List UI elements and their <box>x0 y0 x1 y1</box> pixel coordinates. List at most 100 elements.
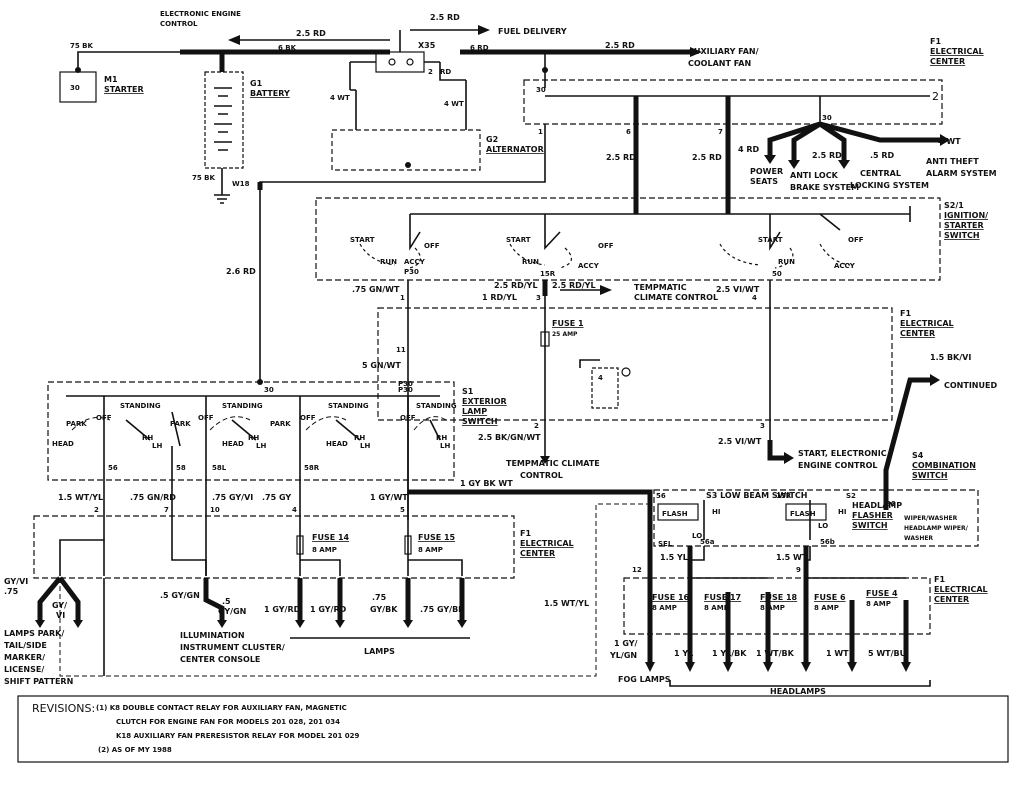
svg-text:WASHER: WASHER <box>904 535 933 542</box>
lamps-label: LAMPS <box>364 647 395 656</box>
svg-text:11: 11 <box>396 346 406 354</box>
svg-text:2.5 RD/YL: 2.5 RD/YL <box>552 281 596 290</box>
power-seats-label: POWER <box>750 167 783 176</box>
svg-text:LH: LH <box>440 442 450 450</box>
tempmatic-label: TEMPMATIC CLIMATE <box>506 459 600 468</box>
svg-text:30: 30 <box>886 500 896 508</box>
fuse-17: FUSE 17 <box>704 593 741 602</box>
svg-text:.75 GY/BK: .75 GY/BK <box>420 605 465 614</box>
svg-text:3: 3 <box>760 422 765 430</box>
svg-text:STARTER: STARTER <box>944 221 984 230</box>
svg-text:SWITCH: SWITCH <box>912 471 948 480</box>
svg-text:30: 30 <box>264 386 274 394</box>
svg-text:1 GY/WT: 1 GY/WT <box>370 493 408 502</box>
svg-text:SHIFT PATTERN: SHIFT PATTERN <box>4 677 73 686</box>
fuse-15: FUSE 15 <box>418 533 456 542</box>
alt-wire-4wt-right: 4 WT <box>444 100 464 108</box>
svg-text:.5 RD: .5 RD <box>870 151 895 160</box>
svg-text:PARK: PARK <box>170 420 191 428</box>
svg-text:YL/GN: YL/GN <box>609 651 637 660</box>
fuel-wire-rd: 2.5 RD <box>430 13 460 22</box>
svg-text:ELECTRICAL: ELECTRICAL <box>900 319 954 328</box>
svg-text:RUN: RUN <box>522 258 539 266</box>
svg-text:15R: 15R <box>540 270 556 278</box>
svg-text:COMBINATION: COMBINATION <box>912 461 976 470</box>
svg-text:RH: RH <box>248 434 259 442</box>
svg-text:9: 9 <box>796 566 801 574</box>
f1-electrical-center-right: F1 ELECTRICAL CENTER FUSE 16 8 AMP FUSE … <box>609 540 988 696</box>
svg-text:OFF: OFF <box>96 414 112 422</box>
f1-top-name: ELECTRICAL <box>930 47 984 56</box>
illumination-label: ILLUMINATION <box>180 631 245 640</box>
svg-text:TEMPMATIC: TEMPMATIC <box>634 283 687 292</box>
svg-text:SWITCH: SWITCH <box>944 231 980 240</box>
svg-text:OFF: OFF <box>198 414 214 422</box>
m1-name: STARTER <box>104 85 144 94</box>
svg-text:7: 7 <box>164 506 169 514</box>
svg-text:S2: S2 <box>846 492 856 500</box>
svg-text:ALARM SYSTEM: ALARM SYSTEM <box>926 169 997 178</box>
svg-text:GY/BK: GY/BK <box>370 605 398 614</box>
s2-id: S2/1 <box>944 201 964 210</box>
svg-text:1.5 YL: 1.5 YL <box>660 553 688 562</box>
svg-text:56a: 56a <box>700 538 715 546</box>
svg-text:1 WT/BK: 1 WT/BK <box>756 649 795 658</box>
svg-text:7: 7 <box>718 128 723 136</box>
fuse-16: FUSE 16 <box>652 593 690 602</box>
s4-id: S4 <box>912 451 924 460</box>
m1-id: M1 <box>104 75 118 84</box>
f1-top-id: F1 <box>930 37 941 46</box>
svg-text:SEATS: SEATS <box>750 177 778 186</box>
svg-text:LH: LH <box>256 442 266 450</box>
svg-text:2.5 RD/YL: 2.5 RD/YL <box>494 281 538 290</box>
wire-ecc-rd: 2.5 RD <box>296 29 326 38</box>
svg-text:4: 4 <box>598 374 603 382</box>
svg-text:F1: F1 <box>900 309 911 318</box>
svg-text:RH: RH <box>142 434 153 442</box>
f1-electrical-center-lower: F1 ELECTRICAL CENTER FUSE 14 8 AMP FUSE … <box>33 479 574 579</box>
svg-text:58: 58 <box>176 464 186 472</box>
svg-text:P30: P30 <box>398 386 413 394</box>
svg-text:1.5 BK/VI: 1.5 BK/VI <box>930 353 971 362</box>
svg-text:ELECTRICAL: ELECTRICAL <box>934 585 988 594</box>
svg-text:12: 12 <box>632 566 642 574</box>
revision-1b: CLUTCH FOR ENGINE FAN FOR MODELS 201 028… <box>116 718 340 726</box>
svg-text:MARKER/: MARKER/ <box>4 653 45 662</box>
svg-text:2.5 BK/GN/WT: 2.5 BK/GN/WT <box>478 433 541 442</box>
revisions-label: REVISIONS: <box>32 702 95 715</box>
ignition-starter-switch: S2/1 IGNITION/ STARTER SWITCH START OFF … <box>226 197 988 281</box>
svg-text:.5 GY/GN: .5 GY/GN <box>160 591 200 600</box>
svg-text:HEAD: HEAD <box>52 440 74 448</box>
svg-text:WIPER/WASHER: WIPER/WASHER <box>904 515 958 522</box>
starter-m1: 30 M1 STARTER <box>59 67 144 103</box>
svg-text:INSTRUMENT CLUSTER/: INSTRUMENT CLUSTER/ <box>180 643 285 652</box>
svg-text:HEAD: HEAD <box>326 440 348 448</box>
svg-text:58L: 58L <box>212 464 227 472</box>
revision-1: (1) K8 DOUBLE CONTACT RELAY FOR AUXILIAR… <box>96 704 347 712</box>
svg-text:.75: .75 <box>372 593 387 602</box>
svg-text:2.5 RD: 2.5 RD <box>606 153 636 162</box>
svg-text:LICENSE/: LICENSE/ <box>4 665 44 674</box>
svg-text:FLASHER: FLASHER <box>852 511 893 520</box>
svg-text:ACCY: ACCY <box>578 262 600 270</box>
svg-text:OFF: OFF <box>424 242 440 250</box>
ecc-label-2: CONTROL <box>160 20 198 28</box>
svg-text:SWITCH: SWITCH <box>852 521 888 530</box>
g2-id: G2 <box>486 135 498 144</box>
svg-text:56b: 56b <box>820 538 835 546</box>
svg-text:2.5 VI/WT: 2.5 VI/WT <box>716 285 760 294</box>
svg-text:2: 2 <box>932 90 939 103</box>
svg-text:3: 3 <box>536 294 541 302</box>
svg-text:F1: F1 <box>934 575 945 584</box>
battery-g1: G1 BATTERY 75 BK W18 <box>192 71 290 204</box>
svg-text:4 WT: 4 WT <box>938 137 961 146</box>
svg-text:RH: RH <box>436 434 447 442</box>
svg-text:CENTER CONSOLE: CENTER CONSOLE <box>180 655 260 664</box>
g1-id: G1 <box>250 79 263 88</box>
svg-text:STANDING: STANDING <box>222 402 263 410</box>
m1-pin: 30 <box>70 84 80 92</box>
exterior-lamp-switch: S1 EXTERIOR LAMP SWITCH STANDING STANDIN… <box>47 379 507 520</box>
svg-text:10: 10 <box>210 506 220 514</box>
wire-rd: RD <box>440 68 451 76</box>
